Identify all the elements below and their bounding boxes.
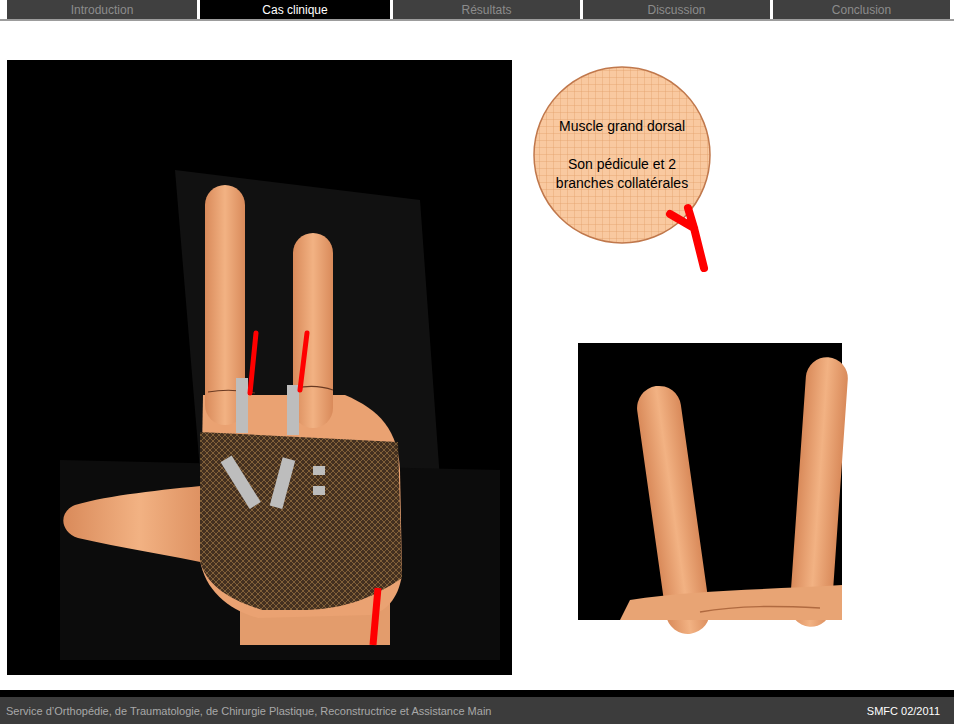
footer-department: Service d’Orthopédie, de Traumatologie, … [6,705,491,717]
muscle-circle [534,67,710,268]
muscle-circle-label: Muscle grand dorsalSon pédicule et 2 bra… [534,67,710,243]
tab-rule [0,20,954,21]
muscle-title: Muscle grand dorsal [542,117,702,136]
fingers-photo [578,343,849,637]
nav-tab: Résultats [393,0,580,19]
footer-rule [0,690,954,697]
nav-tab: Introduction [7,0,197,19]
tab-label: Conclusion [832,3,891,17]
hand-illustration [7,60,512,675]
tab-label: Résultats [461,3,511,17]
footer-band: Service d’Orthopédie, de Traumatologie, … [0,697,954,724]
pedicle-note: Son pédicule et 2 branches collatérales [548,155,696,193]
nav-tab: Cas clinique [200,0,390,19]
tab-label: Discussion [647,3,705,17]
tab-label: Cas clinique [262,3,327,17]
nav-tab: Discussion [583,0,770,19]
tab-bar [0,0,954,19]
nav-tab: Conclusion [773,0,950,19]
footer-band [0,697,954,724]
footer-date: SMFC 02/2011 [867,705,940,717]
tab-label: Introduction [71,3,134,17]
